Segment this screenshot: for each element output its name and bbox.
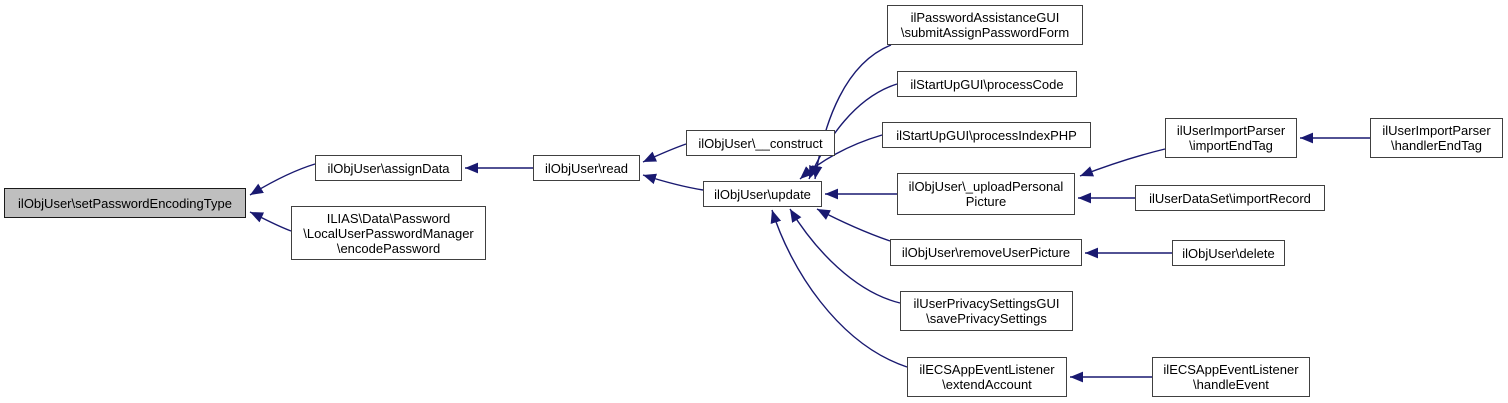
node-ilstartupgui-processindexphp[interactable]: ilStartUpGUI\processIndexPHP	[882, 122, 1091, 148]
node-label: ilPasswordAssistanceGUI \submitAssignPas…	[900, 10, 1070, 40]
node-iluserprivacysettingsgui-saveprivacysettings[interactable]: ilUserPrivacySettingsGUI \savePrivacySet…	[900, 291, 1073, 331]
node-iluserimportparser-importendtag[interactable]: ilUserImportParser \importEndTag	[1165, 118, 1297, 158]
node-ilecsappeventlistener-handleevent[interactable]: ilECSAppEventListener \handleEvent	[1152, 357, 1310, 397]
node-ilstartupgui-processcode[interactable]: ilStartUpGUI\processCode	[897, 71, 1077, 97]
node-ilobjuser-read[interactable]: ilObjUser\read	[533, 155, 640, 181]
node-ilobjuser-delete[interactable]: ilObjUser\delete	[1172, 240, 1285, 266]
node-label: ilECSAppEventListener \extendAccount	[919, 362, 1055, 392]
edge-removeuserpicture-to-update	[816, 208, 891, 242]
node-label: ilStartUpGUI\processCode	[910, 76, 1064, 92]
node-ilobjuser-setpasswordencodingtype: ilObjUser\setPasswordEncodingType	[4, 188, 246, 218]
node-label: ilStartUpGUI\processIndexPHP	[896, 127, 1077, 143]
node-label: ilObjUser\update	[714, 186, 811, 202]
node-ilobjuser-construct[interactable]: ilObjUser\__construct	[686, 130, 835, 156]
node-ilecsappeventlistener-extendaccount[interactable]: ilECSAppEventListener \extendAccount	[907, 357, 1067, 397]
node-label: ilObjUser\read	[544, 160, 629, 176]
edge-construct-to-read	[642, 143, 687, 163]
node-label: ilUserPrivacySettingsGUI \savePrivacySet…	[913, 296, 1060, 326]
edge-processindexphp-to-update	[799, 134, 883, 180]
edge-update-to-read	[642, 173, 704, 191]
edge-saveprivacysettings-to-update	[789, 208, 901, 304]
edge-assigndata-to-setpasswordencodingtype	[249, 163, 316, 196]
node-label: ilObjUser\_uploadPersonal Picture	[908, 179, 1064, 209]
edge-encodepassword-to-setpasswordencodingtype	[249, 211, 292, 232]
node-ilobjuser-assigndata[interactable]: ilObjUser\assignData	[315, 155, 462, 181]
node-label: ilObjUser\setPasswordEncodingType	[18, 195, 232, 211]
node-label: ilObjUser\delete	[1182, 245, 1275, 261]
node-label: ilECSAppEventListener \handleEvent	[1163, 362, 1299, 392]
node-iluserimportparser-handlerendtag[interactable]: ilUserImportParser \handlerEndTag	[1370, 118, 1503, 158]
node-ilobjuser-update[interactable]: ilObjUser\update	[703, 181, 822, 207]
node-iluserdataset-importrecord[interactable]: ilUserDataSet\importRecord	[1135, 185, 1325, 211]
node-ilobjuser-uploadpersonalpicture[interactable]: ilObjUser\_uploadPersonal Picture	[897, 173, 1075, 215]
edge-processcode-to-update	[808, 83, 898, 180]
node-label: ilUserImportParser \handlerEndTag	[1382, 123, 1491, 153]
node-label: ilUserDataSet\importRecord	[1149, 190, 1311, 206]
node-label: ilObjUser\assignData	[327, 160, 450, 176]
node-ilpasswordassistancegui-submitassignpasswordform[interactable]: ilPasswordAssistanceGUI \submitAssignPas…	[887, 5, 1083, 45]
edge-extendaccount-to-update	[770, 209, 908, 368]
edge-importendtag-to-uploadpersonalpicture	[1079, 148, 1166, 177]
node-label: ilObjUser\__construct	[698, 135, 823, 151]
node-ilobjuser-removeuserpicture[interactable]: ilObjUser\removeUserPicture	[890, 239, 1082, 266]
node-ilias-data-password-localuserpasswordmanager-encodepassword[interactable]: ILIAS\Data\Password \LocalUserPasswordMa…	[291, 206, 486, 260]
node-label: ilObjUser\removeUserPicture	[901, 245, 1071, 260]
node-label: ILIAS\Data\Password \LocalUserPasswordMa…	[303, 210, 474, 256]
node-label: ilUserImportParser \importEndTag	[1176, 123, 1286, 153]
